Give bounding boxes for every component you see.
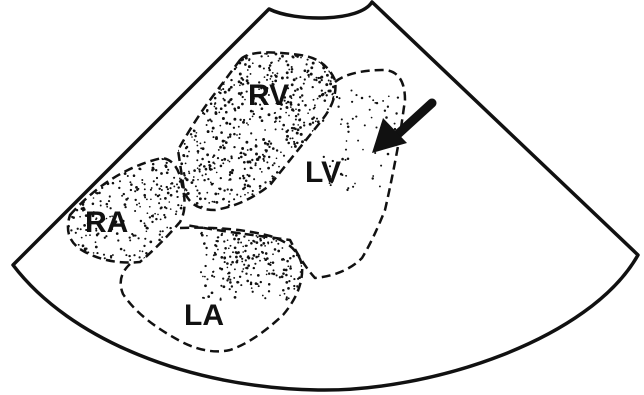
lv-label: LV	[305, 156, 341, 189]
lv-outline	[185, 70, 405, 278]
rv-label: RV	[248, 79, 289, 112]
ra-label: RA	[85, 206, 128, 239]
sector-outline	[13, 2, 638, 390]
la-label: LA	[184, 299, 224, 332]
arrow-icon	[372, 103, 432, 153]
la-outline	[121, 228, 303, 352]
